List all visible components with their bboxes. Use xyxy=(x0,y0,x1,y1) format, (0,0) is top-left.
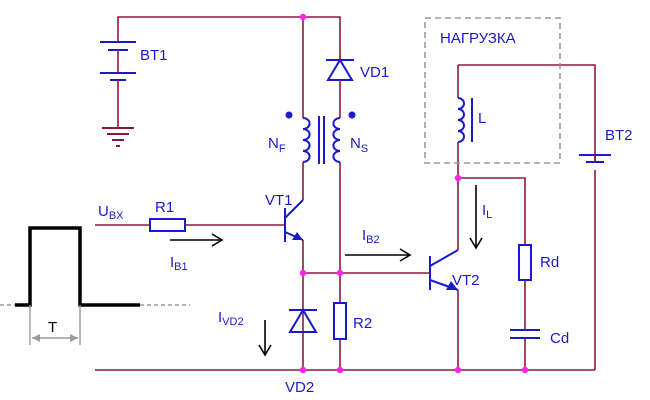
label-vd1: VD1 xyxy=(360,64,389,81)
label-t: T xyxy=(48,319,57,336)
dot-marker xyxy=(348,111,356,119)
label-r2: R2 xyxy=(353,315,372,332)
resistor-r1 xyxy=(149,218,186,232)
resistor-r2 xyxy=(333,302,347,340)
label-bt2: BT2 xyxy=(605,127,633,144)
label-ib1: IB1 xyxy=(170,254,188,273)
capacitor-cd xyxy=(510,329,540,339)
label-cd: Cd xyxy=(550,330,569,347)
dot-marker xyxy=(285,111,293,119)
wires xyxy=(95,16,596,371)
label-il: IL xyxy=(482,202,492,221)
transformer xyxy=(285,111,356,164)
label-bt1: BT1 xyxy=(140,47,168,64)
battery-bt2 xyxy=(579,154,611,163)
label-l: L xyxy=(478,110,486,127)
battery-bt1 xyxy=(100,41,136,95)
label-vd2: VD2 xyxy=(285,379,314,396)
label-ns: NS xyxy=(350,135,368,155)
label-vt2: VT2 xyxy=(452,272,480,289)
label-ib2: IB2 xyxy=(362,227,380,246)
label-r1: R1 xyxy=(155,199,174,216)
label-rd: Rd xyxy=(540,254,559,271)
label-ubx: UBX xyxy=(98,203,124,222)
transistor-vt2 xyxy=(429,249,459,291)
transistor-vt1 xyxy=(284,199,304,242)
labels: BT1 VD1 NF NS VT1 R1 UBX IB1 IB2 IL IVD2… xyxy=(48,30,633,396)
label-nf: NF xyxy=(268,135,286,155)
ground-symbol xyxy=(102,127,134,147)
label-load: НАГРУЗКА xyxy=(440,30,516,47)
label-ivd2: IVD2 xyxy=(218,309,244,328)
input-pulse xyxy=(0,226,190,345)
label-vt1: VT1 xyxy=(265,192,293,209)
current-arrows xyxy=(170,185,483,357)
inductor-l xyxy=(457,97,473,143)
junction-nodes xyxy=(299,13,529,374)
diode-vd2 xyxy=(288,308,318,333)
resistor-rd xyxy=(518,244,532,281)
diode-vd1 xyxy=(326,45,354,82)
